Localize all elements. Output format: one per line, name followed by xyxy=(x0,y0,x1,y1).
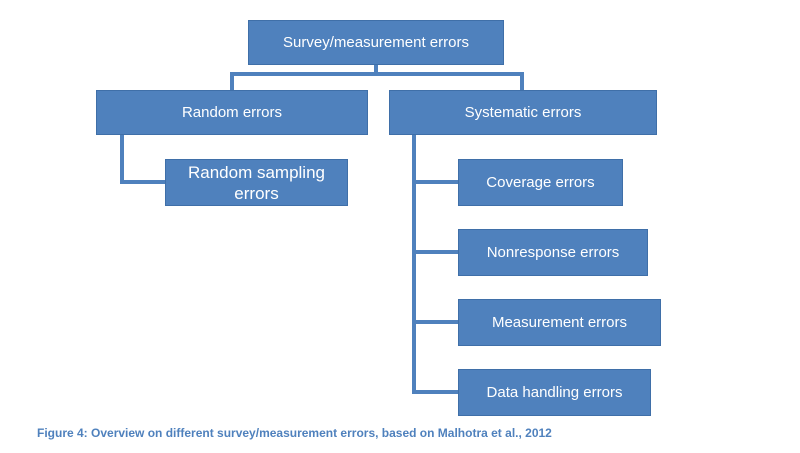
branch-node-systematic-errors: Systematic errors xyxy=(389,90,657,135)
root-node-survey-measurement-errors: Survey/measurement errors xyxy=(248,20,504,65)
leaf-node-random-sampling-errors: Random sampling errors xyxy=(165,159,348,206)
leaf-node-measurement-errors: Measurement errors xyxy=(458,299,661,346)
figure-caption: Figure 4: Overview on different survey/m… xyxy=(37,426,552,440)
branch-node-random-errors: Random errors xyxy=(96,90,368,135)
leaf-node-data-handling-errors: Data handling errors xyxy=(458,369,651,416)
leaf-node-nonresponse-errors: Nonresponse errors xyxy=(458,229,648,276)
leaf-node-coverage-errors: Coverage errors xyxy=(458,159,623,206)
